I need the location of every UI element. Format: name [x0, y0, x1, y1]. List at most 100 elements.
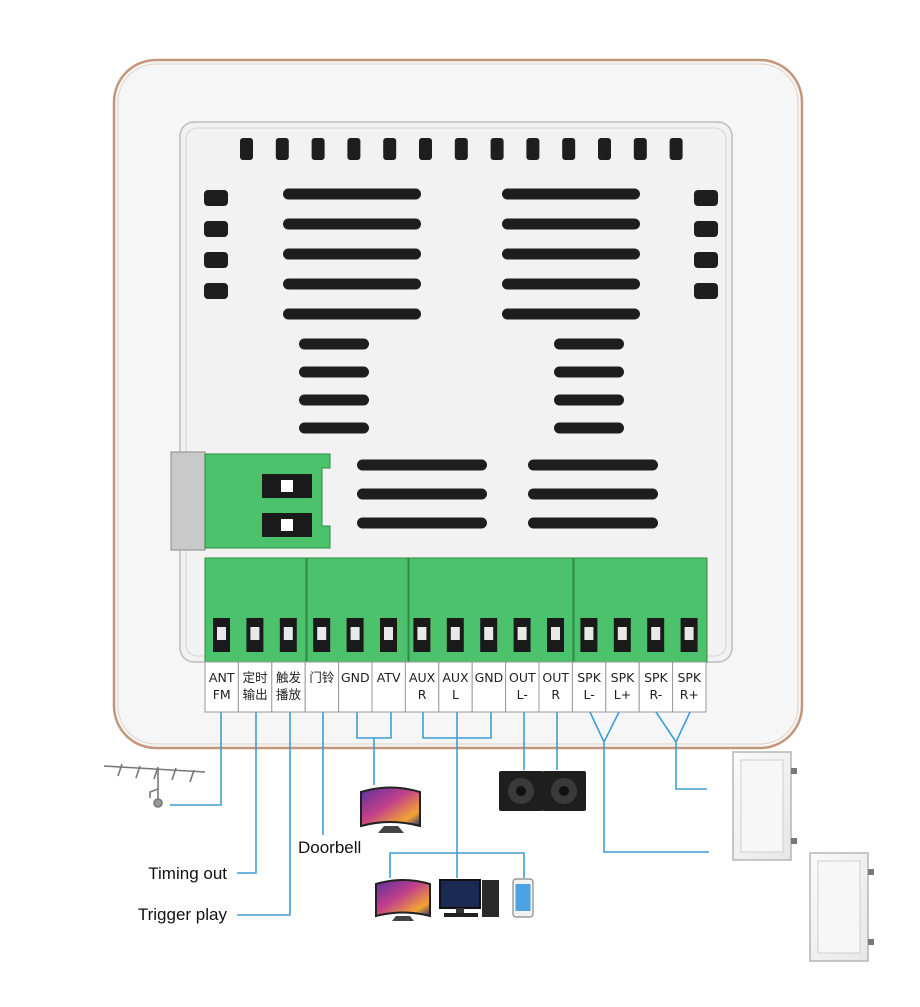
terminal-label-cell — [338, 661, 373, 713]
wire-tv — [356, 712, 392, 785]
fm-antenna-icon — [103, 763, 206, 808]
top-vent-slot — [562, 138, 576, 160]
terminal-label-line1: SPK — [677, 670, 701, 685]
vent-bar — [283, 308, 421, 320]
caption-trigger-play: Trigger play — [138, 905, 228, 924]
terminal-label-line1: AUX — [409, 670, 436, 685]
top-vent-slot — [383, 138, 397, 160]
side-vent-slot — [204, 283, 228, 299]
terminal-screw — [484, 627, 494, 640]
top-vent-slot — [347, 138, 361, 160]
terminal-label-line1: SPK — [611, 670, 635, 685]
top-vent-slot — [275, 138, 289, 160]
vent-bar — [357, 517, 487, 529]
top-vent-slot — [633, 138, 647, 160]
terminal-screw — [250, 627, 260, 640]
smartphone-icon — [512, 878, 534, 918]
vent-bar — [554, 394, 624, 406]
side-vent-slot — [204, 252, 228, 268]
terminal-label-line2: L- — [583, 687, 594, 702]
terminal-label-line1: OUT — [509, 670, 536, 685]
terminal-label-line2: R — [418, 687, 427, 702]
vent-bar — [502, 188, 640, 200]
terminal-label-line1: OUT — [542, 670, 569, 685]
top-vent-slot — [669, 138, 683, 160]
vent-bar — [528, 459, 658, 471]
wire-spk-left — [589, 711, 709, 853]
side-vent-slot — [694, 283, 718, 299]
vent-bar — [357, 459, 487, 471]
terminal-screw — [684, 627, 694, 640]
terminal-label-cell — [271, 661, 306, 713]
vent-bar — [554, 422, 624, 434]
ceiling-speaker-icon — [809, 852, 874, 962]
terminal-label-line1: 触发 — [276, 670, 302, 685]
terminal-blocks — [204, 557, 708, 663]
tv-icon — [360, 786, 421, 833]
terminal-label-line2: R+ — [680, 687, 699, 702]
vent-bar — [502, 248, 640, 260]
wire-trigger-play — [237, 712, 291, 916]
vent-bar — [357, 488, 487, 500]
terminal-label-line1: GND — [341, 670, 370, 685]
terminal-label-line2: 输出 — [243, 687, 268, 702]
vent-bar — [299, 338, 369, 350]
side-vent-slot — [204, 190, 228, 206]
terminal-label-line2: L- — [517, 687, 528, 702]
vent-bar — [299, 422, 369, 434]
wire-timing-out — [237, 712, 257, 874]
vent-bar — [502, 278, 640, 290]
powered-speakers-icon — [499, 771, 586, 811]
terminal-screw — [417, 627, 427, 640]
terminal-label-line2: R — [551, 687, 560, 702]
wire-aux-bus — [422, 712, 492, 878]
source-tv-icon — [375, 879, 431, 921]
terminal-label-line1: AUX — [442, 670, 469, 685]
vent-slots — [204, 138, 718, 529]
terminal-screw — [450, 627, 460, 640]
terminal-label-cell — [638, 661, 674, 713]
vent-bar — [554, 338, 624, 350]
top-vent-slot — [490, 138, 504, 160]
top-vent-slot — [419, 138, 432, 160]
terminal-label-line1: SPK — [577, 670, 601, 685]
terminal-label-line1: ANT — [209, 670, 235, 685]
wire-sources — [389, 852, 525, 878]
terminal-screw — [517, 627, 527, 640]
top-vent-slot — [240, 138, 253, 160]
desktop-computer-icon — [439, 879, 499, 917]
terminal-label-line2: L+ — [614, 687, 631, 702]
top-vent-slot — [526, 138, 540, 160]
vent-bar — [283, 188, 421, 200]
wire-antenna — [170, 712, 222, 806]
terminal-screw — [350, 627, 360, 640]
terminal-screw — [551, 627, 560, 640]
side-vent-slot — [694, 252, 718, 268]
vent-bar — [502, 218, 640, 230]
terminal-label-line1: ATV — [377, 670, 401, 685]
terminal-label-line1: 门铃 — [309, 670, 335, 685]
side-vent-slot — [694, 221, 718, 237]
terminal-label-cell — [304, 661, 340, 713]
dip-switch-2-knob — [281, 519, 293, 531]
vent-bar — [283, 278, 421, 290]
vent-bar — [299, 366, 369, 378]
terminal-screw — [651, 627, 661, 640]
dip-switch-1-knob — [281, 480, 293, 492]
terminal-label-cell — [605, 661, 640, 713]
caption-timing-out: Timing out — [148, 864, 227, 883]
vent-bar — [528, 488, 658, 500]
vent-bar — [283, 248, 421, 260]
terminal-label-cell — [204, 661, 239, 713]
top-vent-slot — [598, 138, 611, 160]
top-vent-slot — [454, 138, 468, 160]
vent-bar — [528, 517, 658, 529]
vent-bar — [283, 218, 421, 230]
wires — [170, 711, 709, 916]
terminal-screw — [584, 627, 594, 640]
terminal-label-line1: 定时 — [243, 670, 269, 685]
terminal-label-line2: FM — [213, 687, 231, 702]
terminal-screw — [317, 627, 327, 640]
side-connector-housing — [170, 451, 206, 551]
